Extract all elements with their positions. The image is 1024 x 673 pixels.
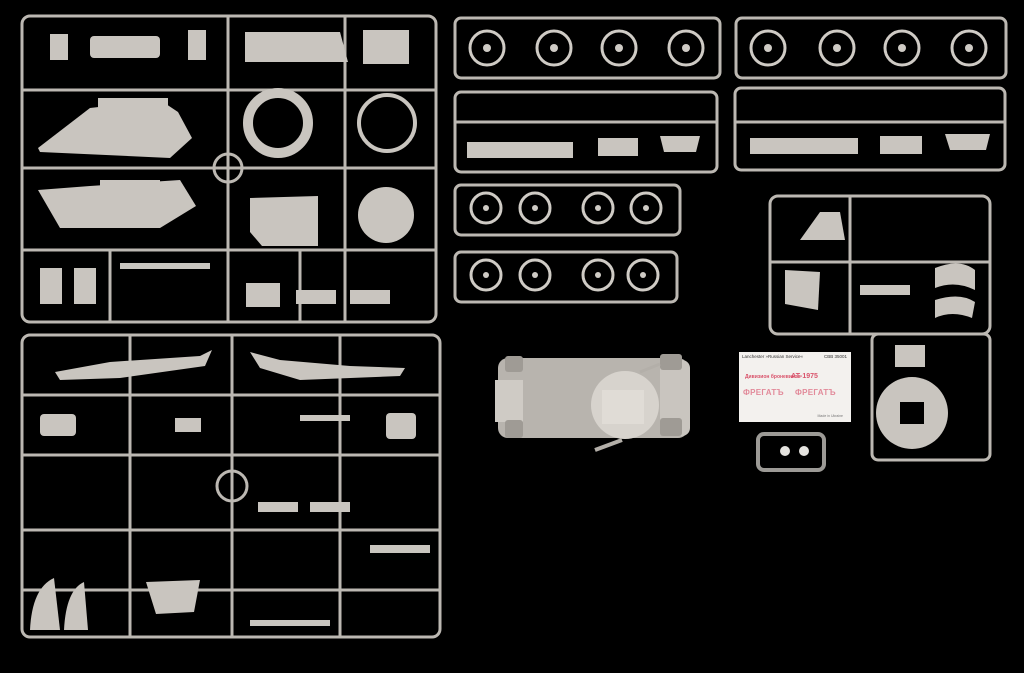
decal-sheet: Lanchester »Russian Service« CBB 35001 Д… [739, 352, 851, 422]
wheel-sprues [453, 16, 1008, 304]
small-parts-sprues [453, 86, 1007, 174]
sprue-turret-parts [785, 212, 975, 449]
small-parts [467, 134, 990, 158]
sprue-a [20, 14, 438, 324]
decal-header: Lanchester »Russian Service« [742, 354, 804, 359]
sprue-b [20, 333, 442, 639]
assembled-armoured-car [495, 354, 690, 452]
sprue-b-parts [30, 350, 430, 630]
decal-marking-left: ФРЕГАТЪ [743, 388, 784, 397]
decal-marking-right: ФРЕГАТЪ [795, 388, 836, 397]
decal-marking-small: Дивизион броневиков [745, 374, 801, 380]
decal-code: CBB 35001 [823, 354, 847, 359]
sprue-a-parts [38, 30, 417, 307]
clear-parts-sprue [756, 432, 826, 472]
spoked-wheels [468, 29, 988, 292]
decal-footer: Made in Ukraine [817, 414, 843, 418]
sprue-turret [768, 194, 992, 462]
wheel-hubs [483, 44, 973, 278]
decal-marking-code: АТ-1975 [791, 373, 818, 380]
